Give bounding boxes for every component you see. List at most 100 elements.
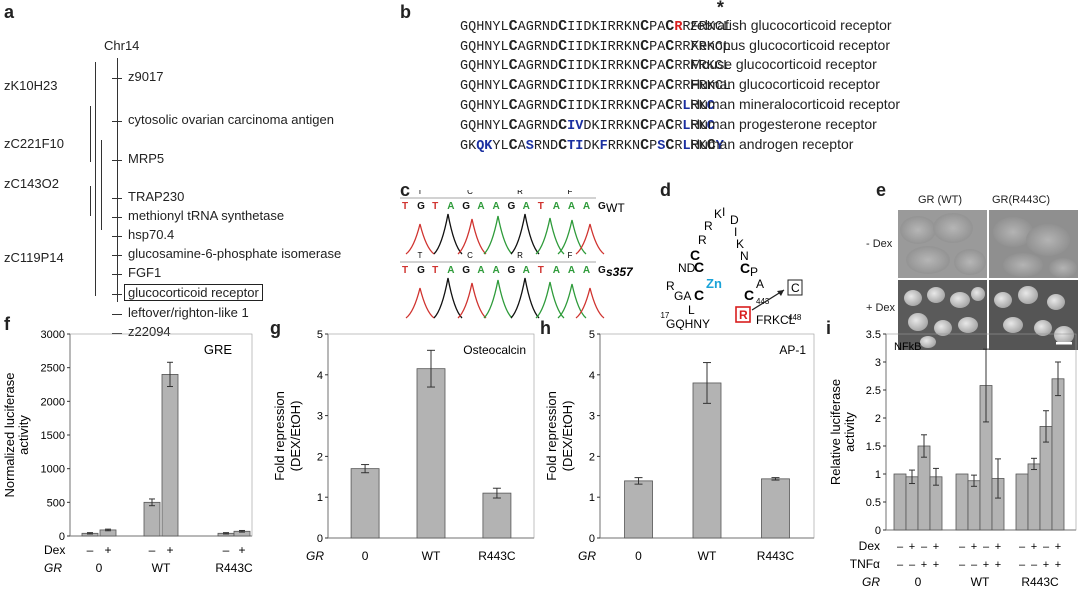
sequence-segment: RRKN: [607, 139, 641, 154]
residue: K: [736, 237, 744, 251]
sequence-segment: GQHNYL: [460, 119, 509, 134]
gene-tick: [112, 217, 122, 218]
zinc-ion: Zn: [706, 276, 722, 291]
row-label: Dex: [44, 543, 65, 557]
residue: P: [750, 265, 758, 279]
codon-letter: R: [517, 190, 523, 196]
sequence-segment: R: [674, 139, 683, 154]
panel-label-f: f: [4, 314, 10, 334]
chart-title: Osteocalcin: [463, 343, 526, 357]
residue-number: 448: [788, 313, 802, 322]
trace-peak: [557, 283, 587, 319]
sequence-segment: RK: [690, 119, 707, 134]
base-call: T: [432, 265, 438, 276]
tnf-sign: –: [909, 559, 916, 571]
trace-peak: [433, 277, 463, 319]
trace-peak: [535, 281, 565, 319]
sequence-segment: RRFRKCL: [674, 40, 732, 55]
sequence-segment: PA: [649, 119, 666, 134]
sequence-segment: C: [706, 99, 715, 114]
dex-sign: +: [104, 543, 111, 557]
sequence-segment: IIDKIRRKN: [567, 40, 641, 55]
dex-sign: +: [933, 541, 939, 553]
sequence-segment: IIDKIRRKN: [567, 79, 641, 94]
sequence-segment: GQHNYL: [460, 59, 509, 74]
residue-number: 443: [756, 297, 770, 306]
alignment-row: GQHNYLCAGRNDCIIDKIRRKNCPACRRFRKCLMouse g…: [460, 56, 877, 76]
dex-sign: –: [983, 541, 990, 553]
sequence-segment: IIDKIRRKN: [567, 59, 641, 74]
bar: [1015, 473, 1029, 531]
mutation-asterisk: *: [715, 0, 726, 20]
y-axis-label: (DEX/EtOH): [560, 401, 575, 472]
bar: [482, 492, 512, 539]
dex-sign: +: [1055, 541, 1061, 553]
row-label: GR: [862, 575, 880, 589]
wt-residue-box: [735, 306, 751, 323]
base-call: A: [568, 265, 575, 276]
sequence: GKQKYLCASRNDCTIDKFRRKNCPSCRLRKCY: [460, 137, 724, 154]
receptor-name: Xenopus glucocorticoid receptor: [690, 37, 891, 53]
dex-sign: –: [87, 543, 94, 557]
panel-d-zinc-finger: KIRDRIKNCCPANDCRGACCLZnGQHNYFRKCL4174434…: [660, 205, 803, 330]
mutant-residue-box: [787, 279, 803, 296]
sequence-segment: C: [640, 117, 650, 134]
y-tick-label: 0.5: [866, 497, 881, 509]
codon-letter: F: [568, 251, 573, 260]
gene-tick: [112, 78, 122, 79]
residue: A: [756, 277, 764, 291]
tnf-sign: +: [1055, 559, 1061, 571]
sequence-segment: RRFRKCL: [674, 79, 732, 94]
gene-label: TRAP230: [128, 189, 185, 204]
sequence-segment: GQHNYL: [460, 20, 509, 35]
y-tick-label: 0: [59, 531, 65, 543]
codon-letter: F: [568, 190, 573, 196]
base-call: T: [432, 201, 438, 212]
y-tick-label: 1: [875, 469, 881, 481]
alignment-row: GKQKYLCASRNDCTIDKFRRKNCPSCRLRKCYHuman an…: [460, 136, 853, 156]
sequence-segment: PA: [649, 40, 666, 55]
bar: [624, 480, 653, 539]
sequence-segment: QK: [476, 139, 493, 154]
sequence-segment: C: [508, 57, 518, 74]
sequence-segment: RRFRKCL: [674, 59, 732, 74]
base-call: T: [538, 201, 544, 212]
sequence-segment: C: [508, 97, 518, 114]
base-call: A: [568, 201, 575, 212]
chromosome-label: Chr14: [104, 38, 140, 53]
sequence-segment: RK: [690, 139, 707, 154]
receptor-name: Human mineralocorticoid receptor: [690, 96, 901, 112]
sequence-segment: C: [665, 18, 675, 35]
tnf-sign: +: [995, 559, 1001, 571]
residue: K: [714, 207, 722, 221]
y-tick-label: 500: [47, 497, 65, 509]
row-label-minus-dex: - Dex: [866, 238, 893, 250]
panel-label-i: i: [826, 318, 832, 338]
base-call: G: [508, 265, 516, 276]
alignment-row: GQHNYLCAGRNDCIIDKIRRKNCPACRRFRKCLXenopus…: [460, 37, 890, 57]
alignment-row: GQHNYLCAGRNDCIVDKIRRKNCPACRLRKCHuman pro…: [460, 116, 877, 136]
gene-label-highlighted: glucocorticoid receptor: [124, 284, 263, 301]
sequence-segment: F: [599, 139, 608, 154]
bac-label: zC143O2: [4, 176, 59, 191]
base-call: A: [492, 201, 499, 212]
y-tick-label: 3: [875, 357, 881, 369]
gene-tick: [112, 333, 122, 334]
panel-label-a: a: [4, 2, 15, 22]
y-tick-label: 1000: [41, 464, 65, 476]
sequence-segment: C: [558, 57, 568, 74]
sequence-segment: C: [640, 38, 650, 55]
trace-peak: [510, 213, 540, 255]
trace-peak: [510, 277, 540, 319]
sequence-segment: R: [674, 119, 683, 134]
y-tick-label: 2500: [41, 363, 65, 375]
base-call: G: [417, 201, 425, 212]
chart-title: GRE: [204, 342, 233, 357]
y-tick-label: 5: [589, 329, 595, 341]
codon-letter: C: [467, 251, 473, 260]
gene-tick: [112, 198, 122, 199]
y-tick-label: 2: [589, 451, 595, 463]
